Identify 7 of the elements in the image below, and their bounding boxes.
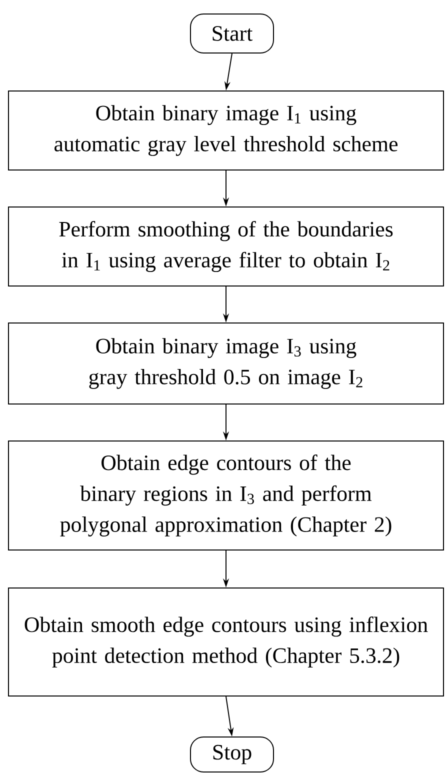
process-box: Obtain smooth edge contours using inflexion point detection method (Chapter 5.3.2) [8, 588, 444, 696]
process-box: Obtain binary image I$_{3}$ using gray threshold 0.5 on image I$_{2}$ [8, 322, 444, 404]
terminal-box: Start [190, 14, 274, 54]
terminal-box: Stop [190, 736, 274, 772]
process-box: Obtain binary image I$_{1}$ using automatic gray level threshold scheme [8, 90, 444, 170]
process-box: Obtain edge contours of the binary regions in I$_{3}$ and perform polygonal approximation (Chapter 2) [8, 440, 444, 550]
process-box: Perform smoothing of the boundaries in I$_{1}$ using average filter to obtain I$_{2}$ [8, 206, 444, 286]
